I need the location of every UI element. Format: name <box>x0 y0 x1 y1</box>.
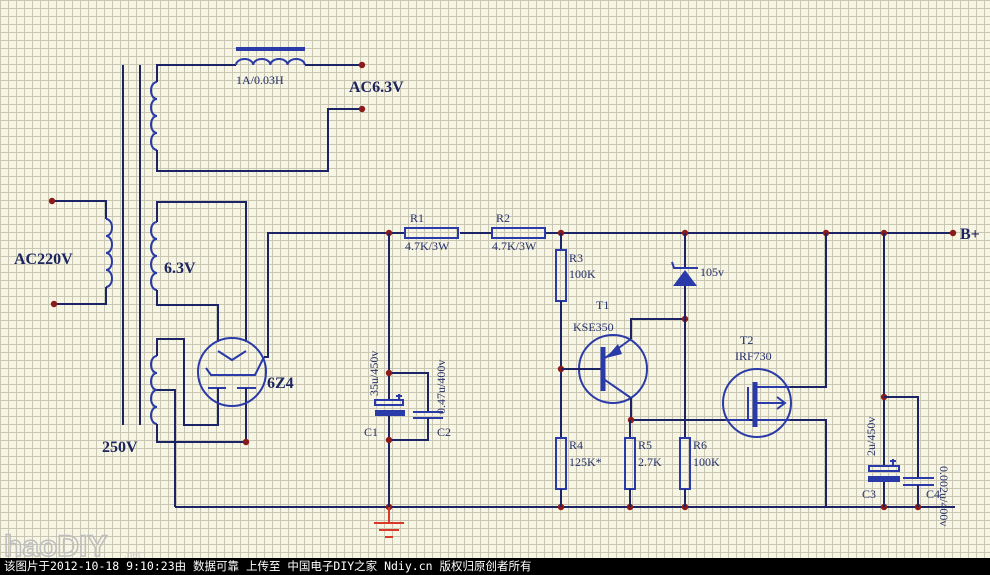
r1-ref-label: R1 <box>410 211 424 225</box>
junction <box>385 436 393 444</box>
c2-ref-label: C2 <box>437 425 451 439</box>
resistor-r1 <box>404 227 459 239</box>
resistor-r3 <box>555 249 567 302</box>
mains-terminal-top <box>48 197 56 205</box>
junction <box>242 438 250 446</box>
mosfet-t2-irf730 <box>722 233 827 438</box>
r1-value-label: 4.7K/3W <box>405 239 450 253</box>
resistor-r6 <box>679 437 691 490</box>
heater-output-label: AC6.3V <box>349 79 404 96</box>
filament-voltage-label: 6.3V <box>164 260 196 277</box>
ground-symbol <box>374 507 404 538</box>
c1-value-label: 35u/450v <box>367 351 381 396</box>
junction <box>385 369 393 377</box>
choke-inductor <box>235 47 366 113</box>
zener-diode <box>671 233 698 438</box>
secondary-winding-ht <box>150 338 250 507</box>
c3-ref-label: C3 <box>862 487 876 501</box>
upload-caption-bar: 该图片于2012-10-18 9:10:23由 数据可靠 上传至 中国电子DIY… <box>0 558 990 575</box>
capacitor-c3-plate-neg <box>868 476 900 482</box>
t1-part-label: KSE350 <box>573 320 614 334</box>
t2-part-label: IRF730 <box>735 349 772 363</box>
r5-ref-label: R5 <box>638 438 652 452</box>
rectifier-tube-6z4 <box>197 232 389 407</box>
c4-ref-label: C4 <box>926 487 940 501</box>
b-plus-terminal <box>949 229 957 237</box>
r2-value-label: 4.7K/3W <box>492 239 537 253</box>
t1-ref-label: T1 <box>596 298 609 312</box>
t2-ref-label: T2 <box>740 333 753 347</box>
r6-value-label: 100K <box>693 455 720 469</box>
c2-value-label: 0.47u/400v <box>434 360 448 414</box>
r3-ref-label: R3 <box>569 251 583 265</box>
ht-voltage-label: 250V <box>102 439 138 456</box>
transformer <box>48 64 362 507</box>
primary-winding <box>48 197 113 308</box>
secondary-winding-filament <box>150 201 247 342</box>
resistor-r2 <box>491 227 546 239</box>
transistor-t1-kse350 <box>561 315 827 507</box>
b-plus-rail <box>385 229 957 237</box>
resistor-r4 <box>555 437 567 490</box>
secondary-winding-heater-out <box>150 64 362 172</box>
tube-ref-label: 6Z4 <box>267 375 294 392</box>
mains-terminal-bottom <box>50 300 58 308</box>
capacitor-c1-plate-pos <box>374 399 404 406</box>
mains-input-label: AC220V <box>14 251 73 268</box>
c4-value-label: 0.002u/400v <box>937 466 951 526</box>
c1-ref-label: C1 <box>364 425 378 439</box>
capacitor-c1-plate-neg <box>375 410 405 416</box>
heater-terminal-top <box>358 61 366 69</box>
resistor-r5 <box>624 437 636 490</box>
r6-ref-label: R6 <box>693 438 707 452</box>
capacitor-c1-c2 <box>374 233 443 507</box>
r4-value-label: 125K* <box>569 455 602 469</box>
watermark-suffix: .net <box>124 550 141 561</box>
r4-ref-label: R4 <box>569 438 583 452</box>
resistors-r5-r6 <box>624 420 691 507</box>
ground-rail <box>175 503 955 511</box>
r5-value-label: 2.7K <box>638 455 662 469</box>
r2-ref-label: R2 <box>496 211 510 225</box>
upload-caption-text: 该图片于2012-10-18 9:10:23由 数据可靠 上传至 中国电子DIY… <box>4 559 532 573</box>
capacitor-c3-plate-pos <box>868 465 900 472</box>
c3-value-label: 2u/450v <box>864 417 878 456</box>
choke-value-label: 1A/0.03H <box>236 73 284 87</box>
heater-terminal-bottom <box>358 105 366 113</box>
b-plus-label: B+ <box>960 226 980 243</box>
r3-value-label: 100K <box>569 267 596 281</box>
capacitor-c3-c4 <box>868 233 934 507</box>
zener-value-label: 105v <box>700 265 724 279</box>
